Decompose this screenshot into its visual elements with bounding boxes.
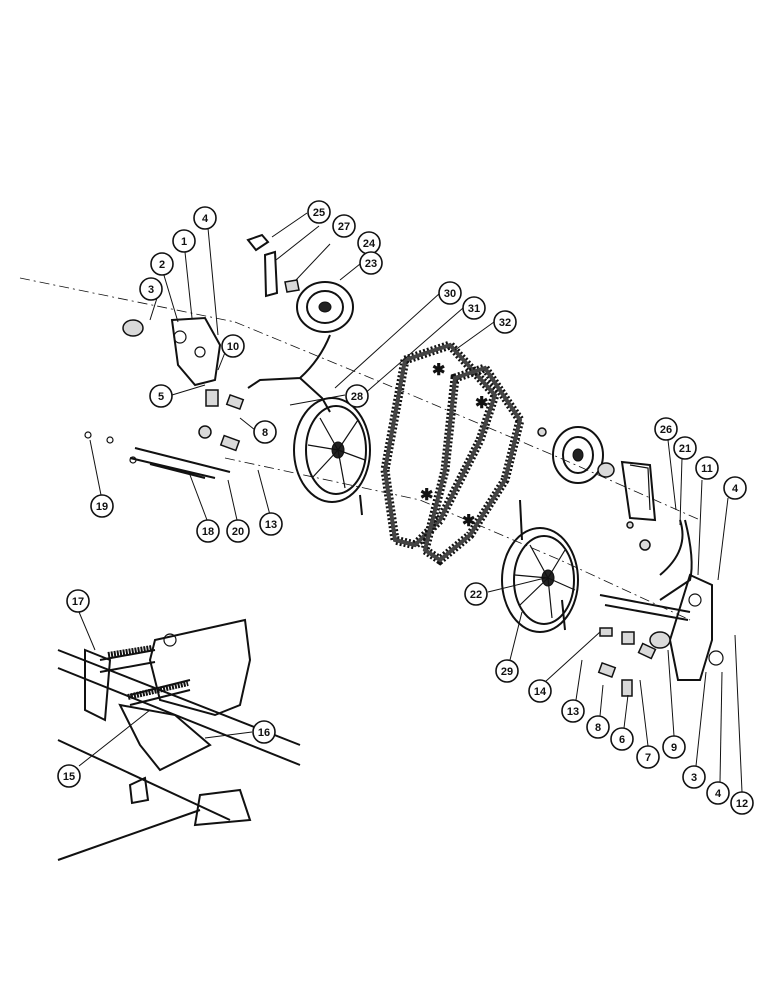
v-belts: ✱ ✱ ✱ ✱ [380,339,525,566]
callout-label: 5 [158,391,164,403]
callout-label: 30 [444,288,456,300]
callout-label: 26 [660,424,672,436]
callout: 9 [662,735,686,759]
callout-label: 28 [351,391,363,403]
callout-label: 4 [732,483,739,495]
callout: 29 [495,659,519,683]
callout-label: 32 [499,317,511,329]
callout-label: 20 [232,526,244,538]
callout-label: 18 [202,526,214,538]
callout: 13 [561,699,585,723]
callout: 17 [66,589,90,613]
right-bracket-assembly [597,519,724,697]
callout-label: 14 [534,686,547,698]
callout-label: 25 [313,207,325,219]
callout: 24 [357,231,381,255]
callout: 8 [586,715,610,739]
callout: 27 [332,214,356,238]
callout: 10 [221,334,245,358]
callout-label: 21 [679,443,691,455]
axis-centerline [19,277,701,621]
callout-label: 17 [72,596,84,608]
callout: 32 [493,310,517,334]
callout: 7 [636,745,660,769]
callout: 4 [706,781,730,805]
callout-label: 2 [159,259,165,271]
callout-label: 7 [645,752,651,764]
callout-label: 16 [258,727,270,739]
callout: 14 [528,679,552,703]
svg-text:✱: ✱ [420,487,433,504]
callout-label: 23 [365,258,377,270]
callout: 16 [252,720,276,744]
right-main-pulley [501,499,579,633]
callout: 15 [57,764,81,788]
callout: 19 [90,494,114,518]
callout-label: 11 [701,463,713,475]
callout: 31 [462,296,486,320]
callout-label: 6 [619,734,625,746]
callout: 26 [654,417,678,441]
callout-label: 3 [691,772,697,784]
callout: 13 [259,512,283,536]
callout-label: 22 [470,589,482,601]
svg-text:✱: ✱ [475,395,488,412]
callout: 12 [730,791,754,815]
callout: 28 [345,384,369,408]
callout-label: 9 [671,742,677,754]
callout-label: 10 [227,341,239,353]
callout-label: 8 [262,427,268,439]
callout: 23 [359,251,383,275]
svg-text:✱: ✱ [432,362,445,379]
callout-label: 13 [567,706,579,718]
inset-view [57,618,301,861]
right-idler-assembly [537,426,657,522]
callout: 11 [695,456,719,480]
callout: 4 [723,476,747,500]
callout: 8 [253,420,277,444]
callout: 30 [438,281,462,305]
callout: 25 [307,200,331,224]
callout: 18 [196,519,220,543]
callout: 20 [226,519,250,543]
callout-label: 1 [181,236,187,248]
callout-label: 8 [595,722,601,734]
leader-lines [78,212,743,793]
callout-label: 29 [501,666,513,678]
callout-label: 15 [63,771,75,783]
callout: 22 [464,582,488,606]
left-bracket-assembly [84,316,245,479]
svg-text:✱: ✱ [462,513,475,530]
left-main-pulley [293,397,371,516]
callout-label: 19 [96,501,108,513]
callout: 1 [172,229,196,253]
callout-label: 13 [265,519,277,531]
callout-label: 4 [202,213,209,225]
callout: 6 [610,727,634,751]
callout-label: 12 [736,798,748,810]
callout-label: 24 [363,238,376,250]
callout: 3 [139,277,163,301]
callout: 4 [193,206,217,230]
callout-label: 3 [148,284,154,296]
callout: 3 [682,765,706,789]
callout-label: 4 [715,788,722,800]
callout: 21 [673,436,697,460]
callout: 2 [150,252,174,276]
callout-group: 1 2 3 4 5 10 8 19 18 20 13 25 27 24 23 3… [57,200,754,815]
callout-label: 31 [468,303,480,315]
callout: 5 [149,384,173,408]
callout-label: 27 [338,221,350,233]
